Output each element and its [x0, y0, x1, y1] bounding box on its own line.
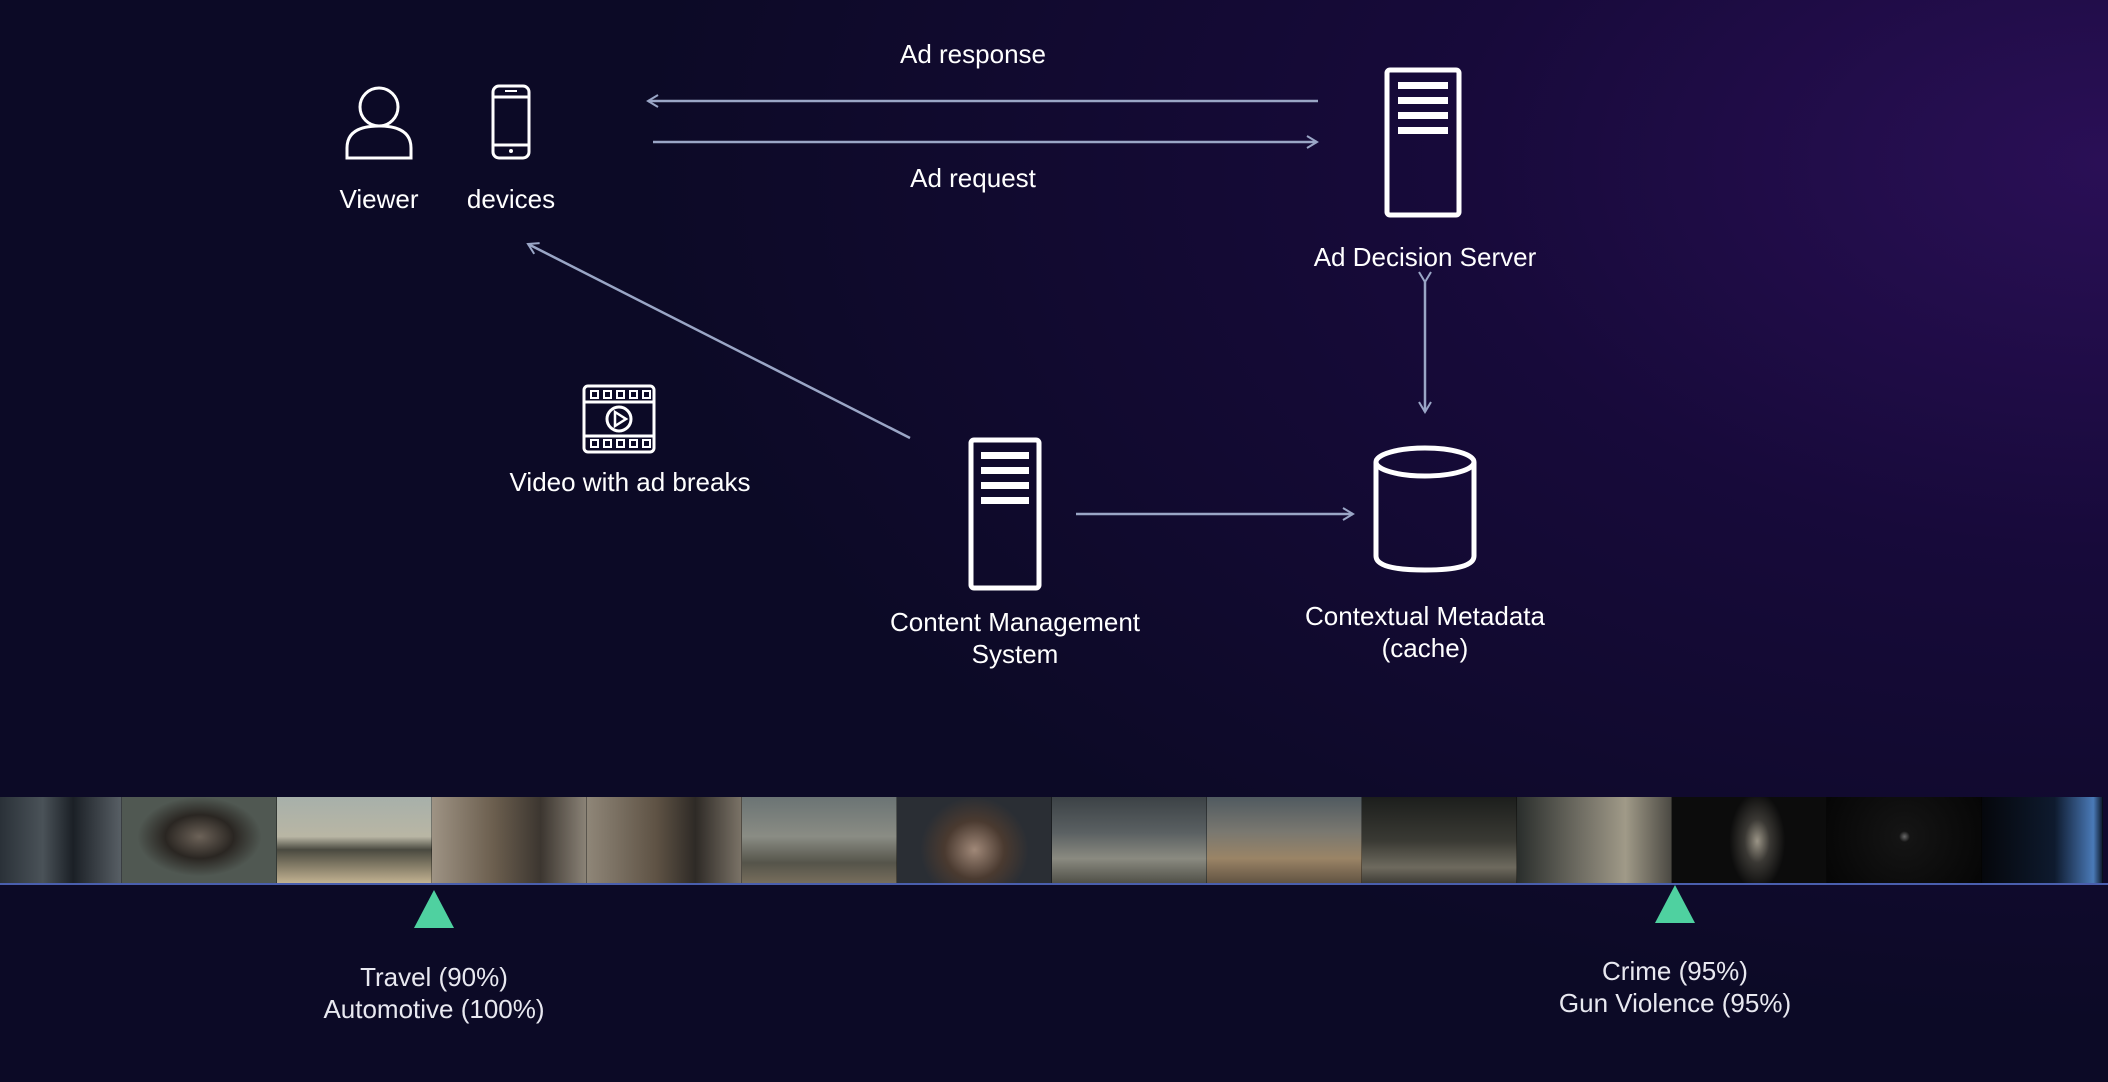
marker-label-line2: Automotive (100%) [323, 994, 545, 1024]
cms-to-devices-arrow [526, 242, 911, 440]
video-frame [1052, 797, 1207, 885]
video-frame [587, 797, 742, 885]
video-frame [0, 797, 122, 885]
ad-response-label: Ad response [900, 39, 1046, 69]
video-frame [1672, 797, 1827, 885]
server-icon [968, 437, 1042, 591]
video-frame [277, 797, 432, 885]
video-frame [1517, 797, 1672, 885]
viewer-label: Viewer [339, 184, 419, 214]
film-play-icon [582, 384, 656, 454]
video-frame [432, 797, 587, 885]
video-frame [1982, 797, 2103, 885]
marker-label-line2: Gun Violence (95%) [1558, 988, 1792, 1018]
ad-decision-server-label: Ad Decision Server [1313, 242, 1537, 272]
video-frame [897, 797, 1052, 885]
ad-request-label: Ad request [910, 163, 1036, 193]
user-icon [345, 86, 413, 160]
ad-break-marker[interactable] [414, 890, 454, 928]
marker-label-line1: Crime (95%) [1602, 956, 1748, 986]
video-frame [1207, 797, 1362, 885]
video-frame [122, 797, 277, 885]
database-icon [1373, 445, 1477, 573]
video-filmstrip [0, 797, 2108, 885]
server-icon [1384, 67, 1462, 218]
metadata-label-line1: Contextual Metadata [1305, 601, 1545, 631]
timeline-line [0, 883, 2108, 885]
video-frame [1362, 797, 1517, 885]
video-label: Video with ad breaks [509, 467, 751, 497]
video-frame [1827, 797, 1982, 885]
metadata-label-line2: (cache) [1381, 633, 1469, 663]
cms-label-line1: Content Management [889, 607, 1141, 637]
marker-label-line1: Travel (90%) [360, 962, 508, 992]
devices-label: devices [466, 184, 556, 214]
video-frame [742, 797, 897, 885]
cms-label-line2: System [971, 639, 1059, 669]
ad-break-marker[interactable] [1655, 885, 1695, 923]
phone-icon [491, 84, 531, 160]
